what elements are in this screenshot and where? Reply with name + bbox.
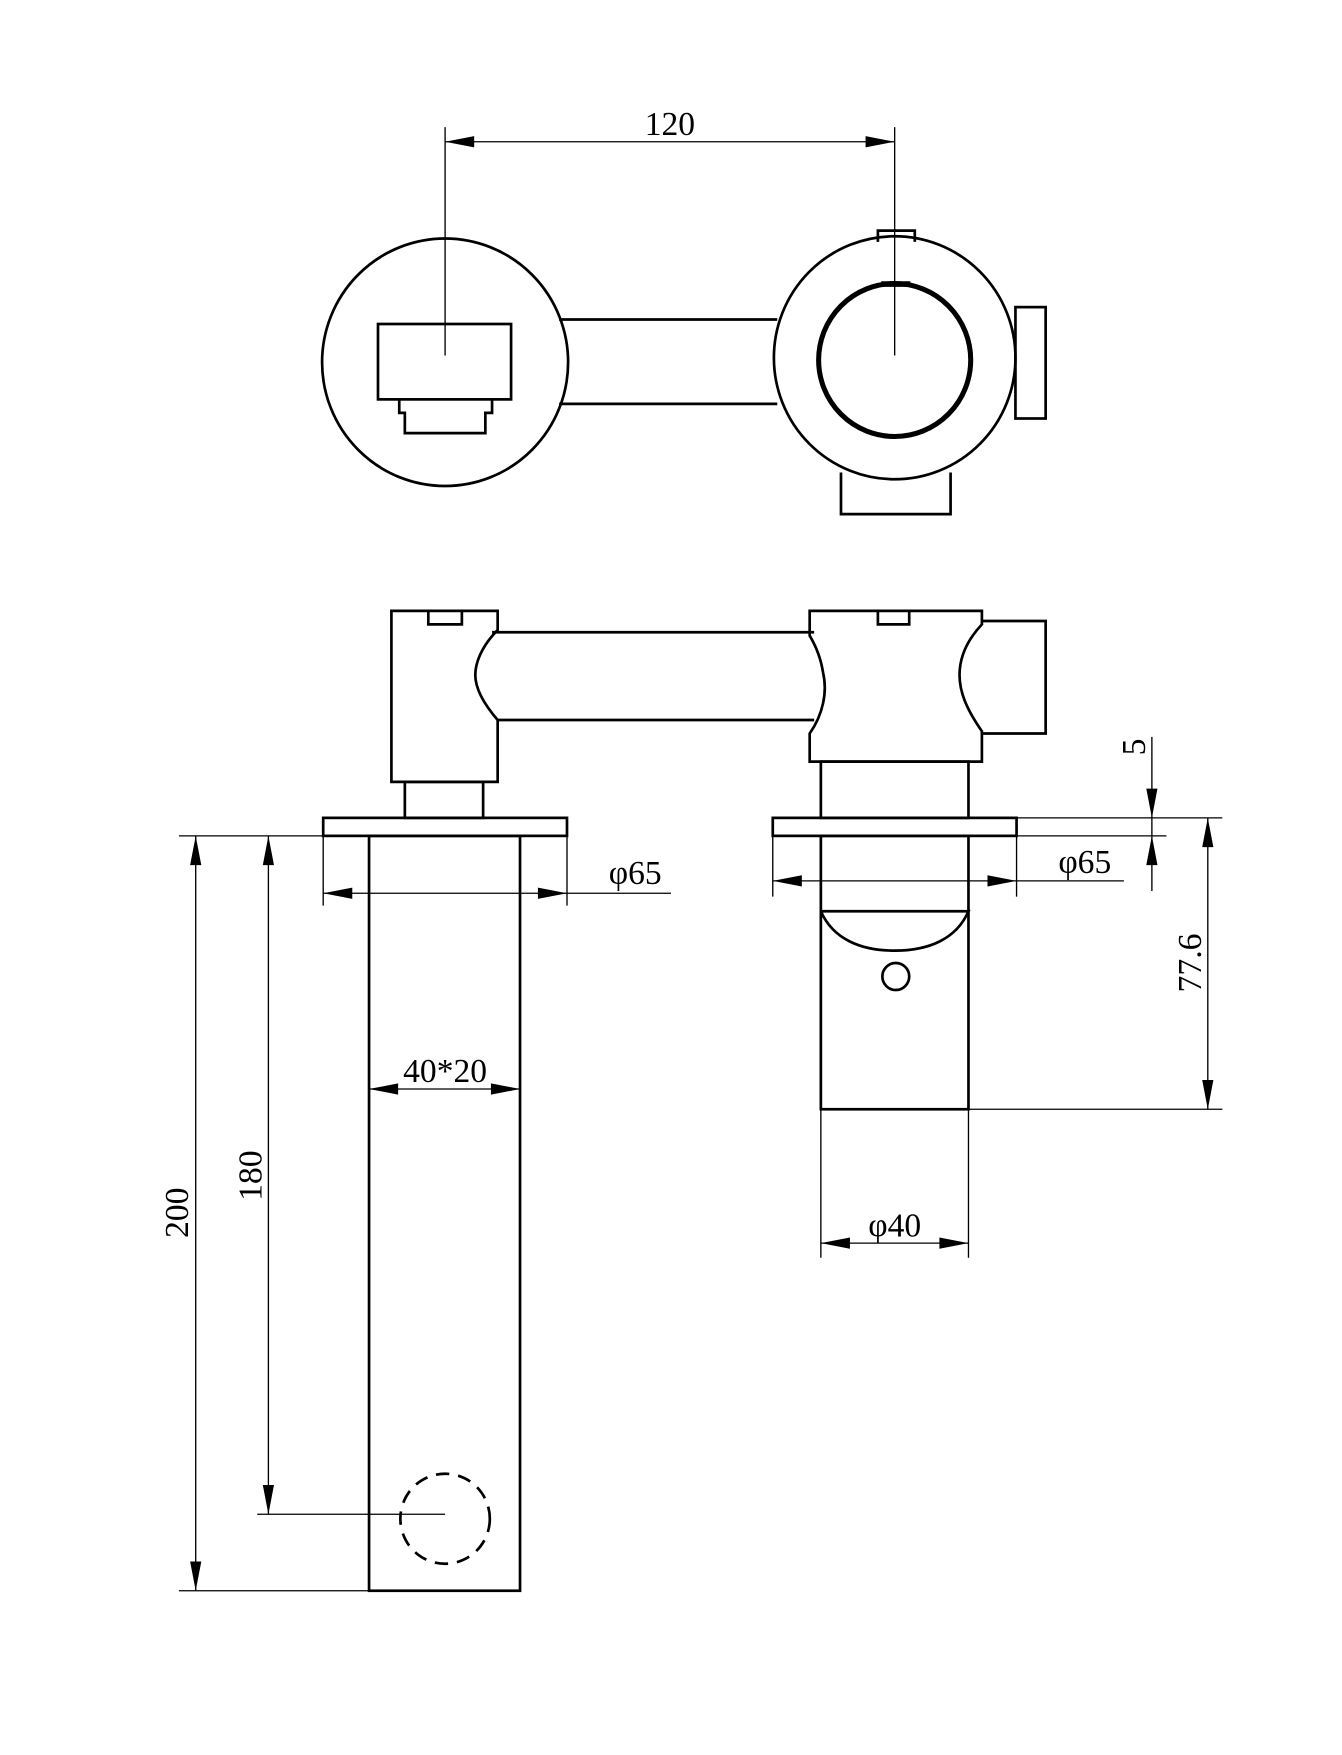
spout-notch — [426, 610, 464, 626]
side-view — [321, 609, 1047, 1593]
dimension-lines — [178, 127, 1223, 1592]
dim-plate-diameter-right: φ65 — [1058, 844, 1111, 881]
handle-lever — [819, 834, 970, 1111]
spout-tip-top — [397, 399, 494, 435]
handle-wall-plate — [771, 816, 1018, 838]
spout-wall-plate — [321, 816, 569, 838]
dim-spout-section: 40*20 — [403, 1053, 487, 1090]
spout-neck — [403, 780, 485, 820]
dimension-labels: 120 200 180 40*20 φ65 φ65 5 77.6 φ40 — [159, 106, 1209, 1244]
cartridge-cap-side — [981, 619, 1047, 735]
spout-body-side — [390, 609, 500, 784]
dim-handle-diameter: φ40 — [868, 1207, 921, 1244]
handle-body-side — [808, 609, 984, 763]
top-view — [320, 229, 1047, 516]
dim-plate-thickness: 5 — [1116, 739, 1153, 756]
dim-spout-height: 180 — [233, 1150, 270, 1201]
spout-outlet-hidden — [399, 1472, 492, 1566]
handle-stem — [819, 760, 970, 820]
dim-overall-height: 200 — [159, 1187, 196, 1238]
handle-indicator-dot — [881, 961, 911, 992]
connecting-pipe-top — [559, 318, 778, 406]
handle-notch — [876, 610, 911, 626]
handle-lever-curve — [819, 909, 971, 952]
handle-top-tab — [876, 229, 917, 242]
handle-indicator — [881, 281, 911, 287]
dim-plate-diameter-left: φ65 — [609, 855, 662, 892]
spout-body — [367, 834, 522, 1593]
dim-handle-height: 77.6 — [1172, 933, 1209, 992]
connecting-arm-side — [492, 630, 815, 722]
handle-bottom-tab — [839, 472, 952, 516]
dim-center-distance: 120 — [645, 106, 695, 143]
cartridge-cap-top — [1014, 305, 1047, 420]
